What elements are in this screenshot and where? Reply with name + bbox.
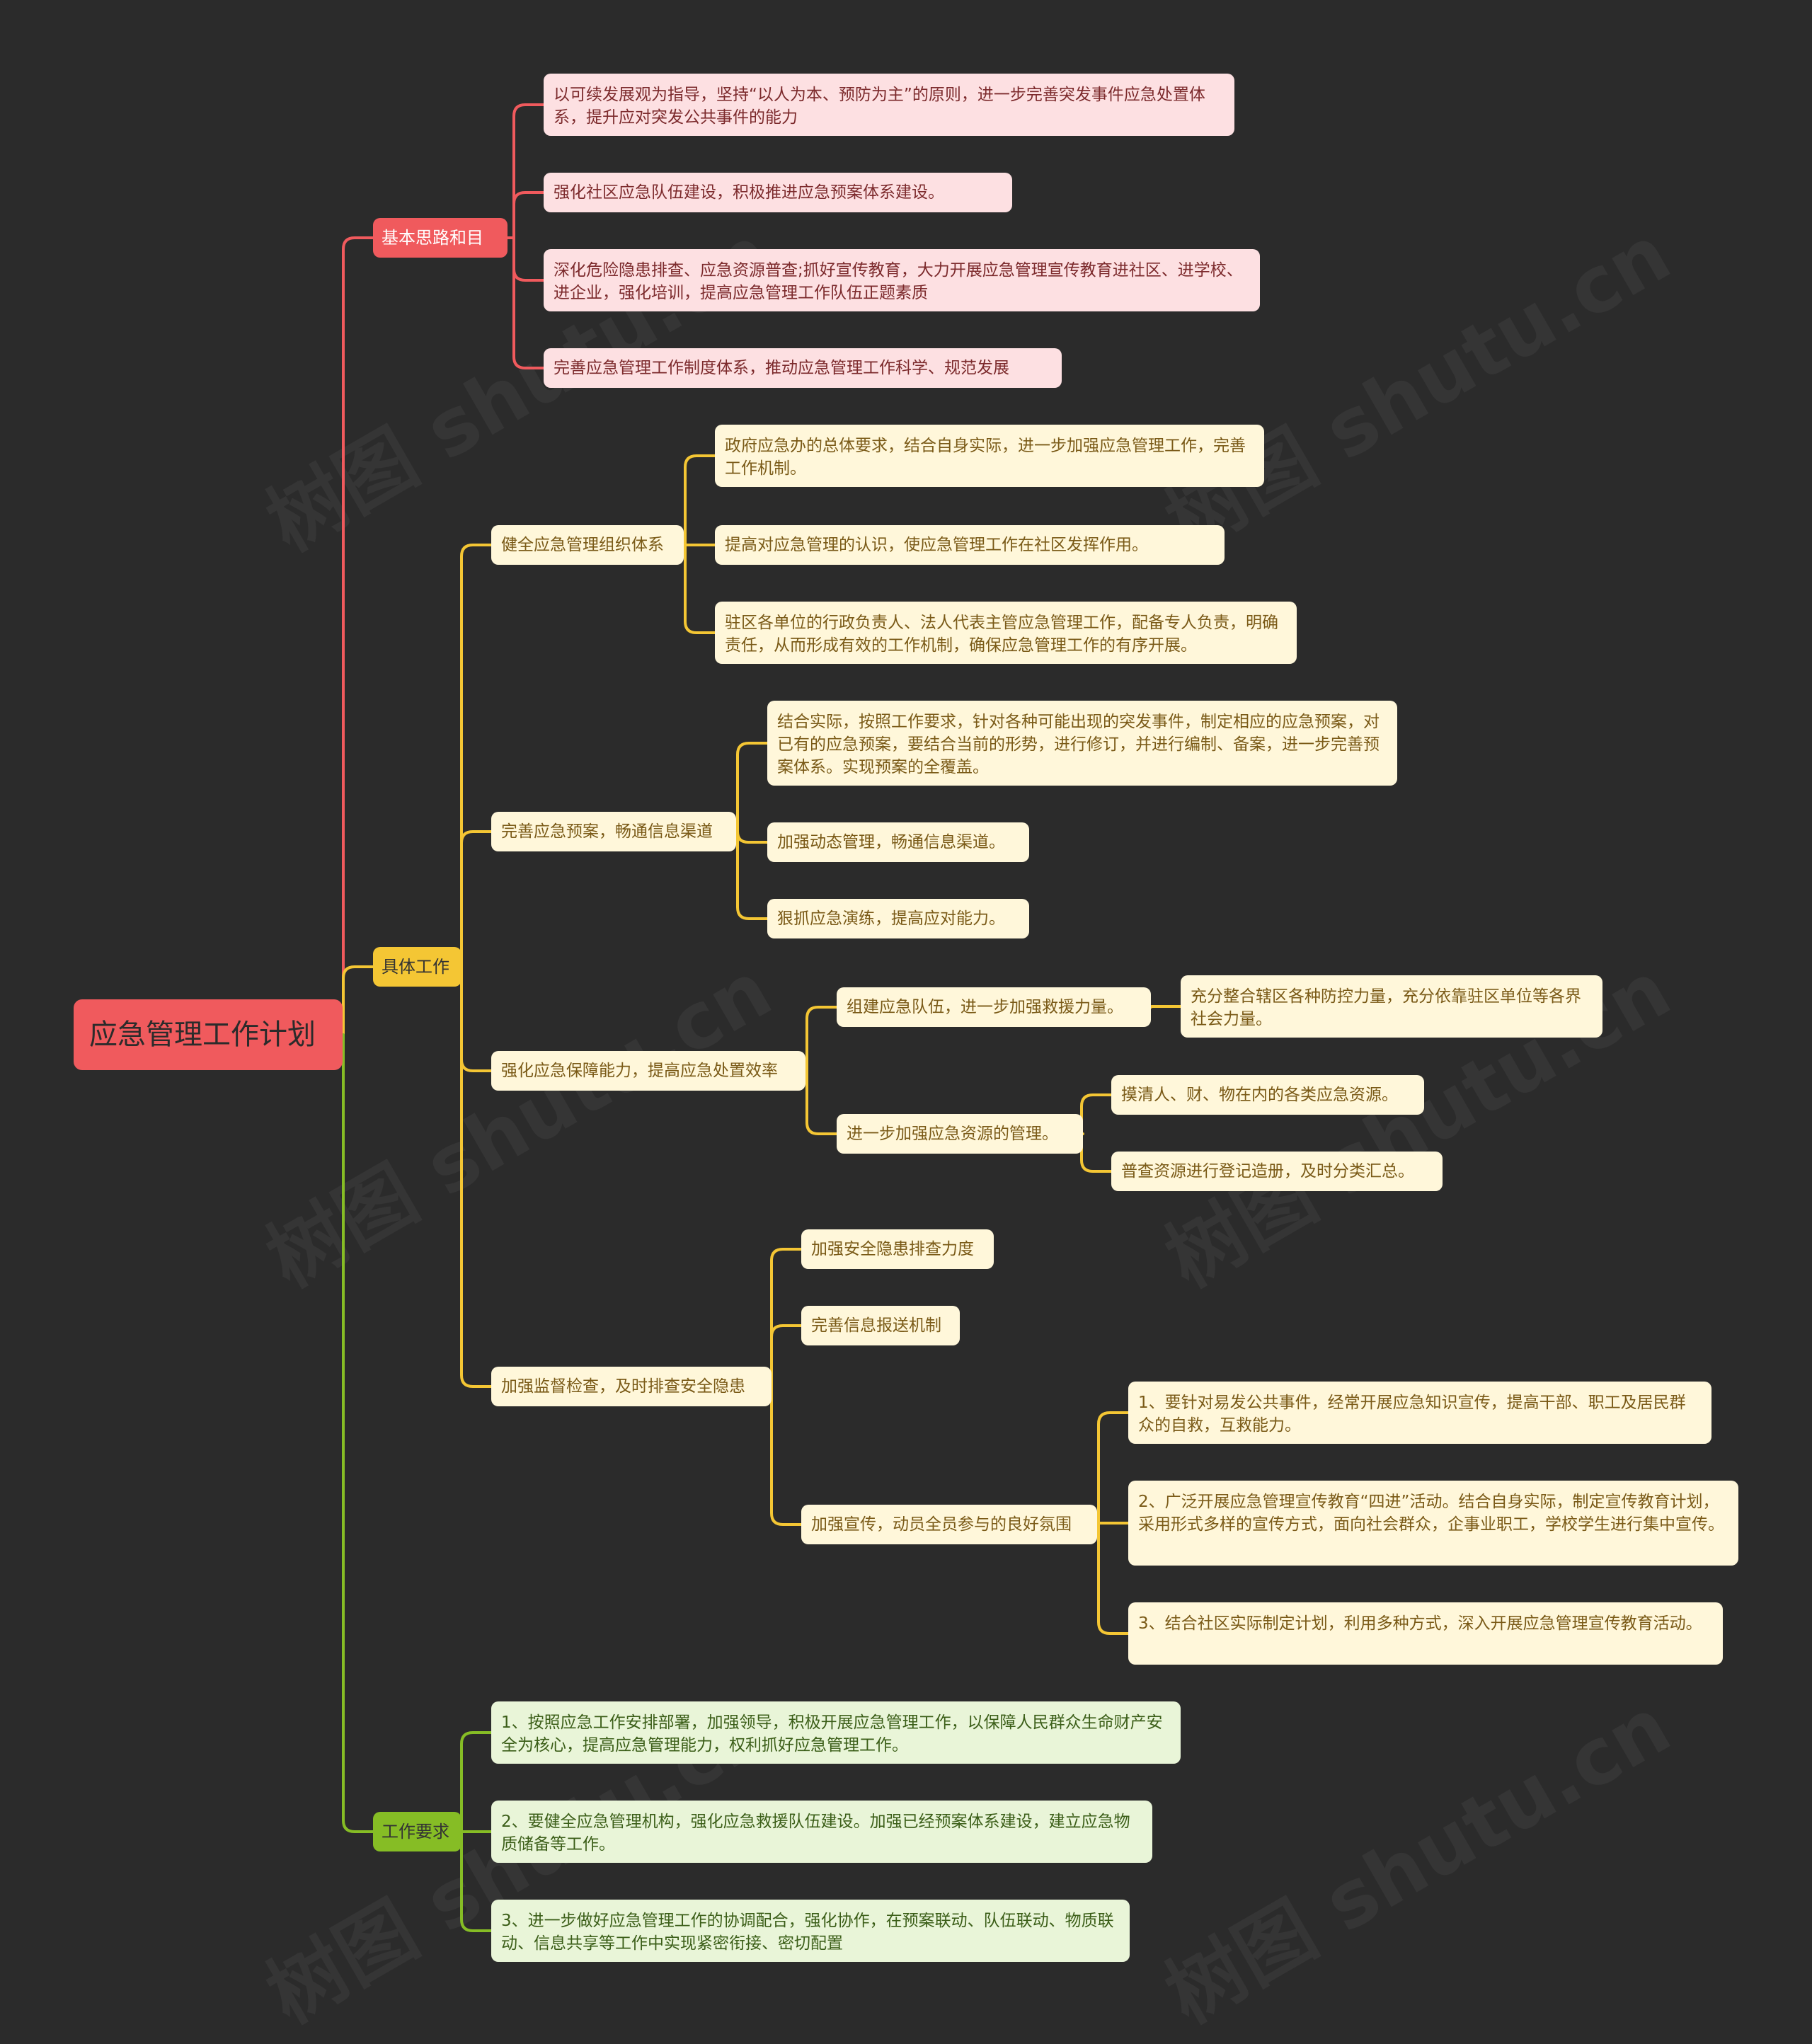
leaf-supervision-1[interactable]: 加强安全隐患排查力度	[801, 1229, 994, 1269]
connector-line	[341, 965, 374, 1036]
leaf-org-1[interactable]: 政府应急办的总体要求，结合自身实际，进一步加强应急管理工作，完善工作机制。	[715, 425, 1264, 487]
leaf-resource-1[interactable]: 摸清人、财、物在内的各类应急资源。	[1111, 1075, 1424, 1115]
connector-line	[804, 1006, 838, 1135]
connector-line	[682, 454, 716, 634]
sub-resource-management[interactable]: 进一步加强应急资源的管理。	[837, 1114, 1083, 1154]
leaf-resource-2[interactable]: 普查资源进行登记造册，及时分类汇总。	[1111, 1152, 1443, 1191]
connector-line	[460, 544, 493, 1388]
connector-line	[770, 1248, 803, 1526]
connector-line	[735, 742, 769, 920]
leaf-publicity-2[interactable]: 2、广泛开展应急管理宣传教育“四进”活动。结合自身实际，制定宣传教育计划，采用形…	[1128, 1481, 1738, 1566]
leaf-plan-1[interactable]: 结合实际，按照工作要求，针对各种可能出现的突发事件，制定相应的应急预案，对已有的…	[767, 701, 1397, 786]
leaf-plan-2[interactable]: 加强动态管理，畅通信息渠道。	[767, 822, 1029, 862]
connector-line	[1080, 1093, 1113, 1173]
leaf-basic-idea-1[interactable]: 以可续发展观为指导，坚持“以人为本、预防为主”的原则，进一步完善突发事件应急处置…	[544, 74, 1234, 136]
branch-work-requirements[interactable]: 工作要求	[373, 1812, 461, 1851]
leaf-basic-idea-3[interactable]: 深化危险隐患排查、应急资源普查;抓好宣传教育，大力开展应急管理宣传教育进社区、进…	[544, 249, 1260, 311]
leaf-requirement-1[interactable]: 1、按照应急工作安排部署，加强领导，积极开展应急管理工作，以保障人民群众生命财产…	[491, 1701, 1181, 1764]
branch-specific-work[interactable]: 具体工作	[373, 947, 461, 987]
root-topic[interactable]: 应急管理工作计划	[74, 999, 343, 1070]
connector-line	[1149, 1005, 1182, 1009]
connector-line	[460, 1731, 493, 1932]
sub-support-capacity[interactable]: 强化应急保障能力，提高应急处置效率	[491, 1051, 805, 1091]
sub-publicity[interactable]: 加强宣传，动员全员参与的良好氛围	[801, 1505, 1097, 1544]
sub-emergency-plans[interactable]: 完善应急预案，畅通信息渠道	[491, 812, 736, 851]
leaf-supervision-2[interactable]: 完善信息报送机制	[801, 1306, 960, 1345]
branch-basic-ideas[interactable]: 基本思路和目标	[373, 218, 508, 258]
leaf-org-3[interactable]: 驻区各单位的行政负责人、法人代表主管应急管理工作，配备专人负责，明确责任，从而形…	[715, 602, 1297, 664]
leaf-org-2[interactable]: 提高对应急管理的认识，使应急管理工作在社区发挥作用。	[715, 525, 1225, 565]
connector-line	[506, 103, 545, 369]
connector-line	[341, 1033, 374, 1833]
leaf-basic-idea-4[interactable]: 完善应急管理工作制度体系，推动应急管理工作科学、规范发展	[544, 348, 1062, 388]
sub-rescue-team[interactable]: 组建应急队伍，进一步加强救援力量。	[837, 987, 1151, 1027]
leaf-basic-idea-2[interactable]: 强化社区应急队伍建设，积极推进应急预案体系建设。	[544, 173, 1012, 212]
leaf-publicity-1[interactable]: 1、要针对易发公共事件，经常开展应急知识宣传，提高干部、职工及居民群众的自救，互…	[1128, 1382, 1711, 1444]
leaf-rescue-1[interactable]: 充分整合辖区各种防控力量，充分依靠驻区单位等各界社会力量。	[1181, 975, 1602, 1038]
sub-organization-system[interactable]: 健全应急管理组织体系	[491, 525, 684, 565]
sub-supervision[interactable]: 加强监督检查，及时排查安全隐患	[491, 1367, 772, 1406]
leaf-plan-3[interactable]: 狠抓应急演练，提高应对能力。	[767, 899, 1029, 938]
leaf-publicity-3[interactable]: 3、结合社区实际制定计划，利用多种方式，深入开展应急管理宣传教育活动。	[1128, 1602, 1723, 1665]
connector-line	[1096, 1411, 1130, 1635]
leaf-requirement-3[interactable]: 3、进一步做好应急管理工作的协调配合，强化协作，在预案联动、队伍联动、物质联动、…	[491, 1900, 1130, 1962]
leaf-requirement-2[interactable]: 2、要健全应急管理机构，强化应急救援队伍建设。加强已经预案体系建设，建立应急物质…	[491, 1801, 1152, 1863]
connector-line	[341, 236, 374, 1036]
